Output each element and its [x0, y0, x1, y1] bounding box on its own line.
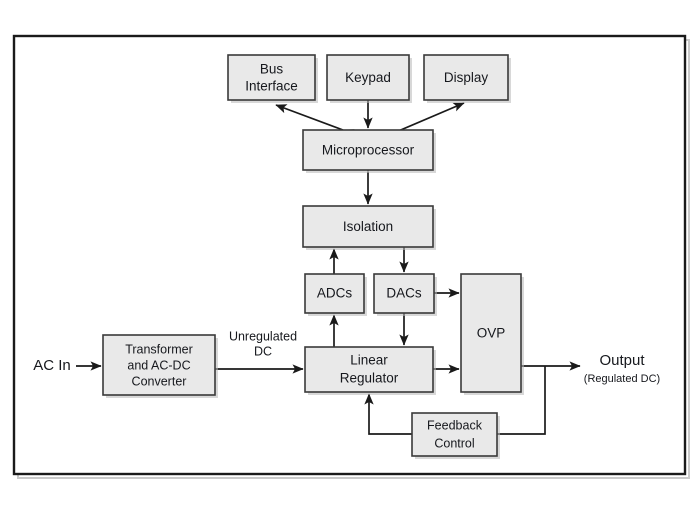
- ovp-label: OVP: [477, 326, 506, 341]
- adcs-rect[interactable]: [304, 273, 365, 314]
- block-display[interactable]: Display: [423, 54, 511, 103]
- block-feedback-control[interactable]: Feedback Control: [411, 412, 500, 459]
- block-bus-interface[interactable]: Bus Interface: [227, 54, 318, 103]
- transformer-rect[interactable]: [102, 334, 216, 396]
- label-unregulated-dc-line2: DC: [254, 344, 272, 358]
- microprocessor-label: Microprocessor: [322, 143, 415, 158]
- wire-output-tap-feedback: [497, 366, 546, 435]
- display-rect[interactable]: [423, 54, 509, 101]
- linear-regulator-label-line1: Linear: [350, 353, 388, 368]
- block-linear-regulator[interactable]: Linear Regulator: [304, 346, 436, 395]
- dacs-rect[interactable]: [373, 273, 435, 314]
- bus-interface-rect[interactable]: [227, 54, 316, 101]
- label-unregulated-dc-line1: Unregulated: [229, 329, 297, 343]
- microprocessor-rect[interactable]: [302, 129, 434, 171]
- transformer-label-line1: Transformer: [125, 342, 193, 356]
- block-dacs[interactable]: DACs: [373, 273, 437, 316]
- connections-layer: [76, 100, 581, 435]
- labels-layer: AC In Unregulated DC Output (Regulated D…: [33, 329, 660, 385]
- blocks-layer: Bus Interface Keypad Display Microproces…: [102, 54, 524, 459]
- adcs-label: ADCs: [317, 286, 353, 301]
- dacs-label: DACs: [386, 286, 422, 301]
- isolation-rect[interactable]: [302, 205, 434, 248]
- label-output: Output: [599, 352, 645, 369]
- isolation-label: Isolation: [343, 219, 393, 234]
- wire-microprocessor-bus-interface: [275, 104, 355, 139]
- label-ac-in: AC In: [33, 357, 71, 374]
- linear-regulator-label-line2: Regulator: [340, 371, 399, 386]
- block-ovp[interactable]: OVP: [460, 273, 524, 395]
- feedback-control-rect[interactable]: [411, 412, 498, 457]
- feedback-control-label-line1: Feedback: [427, 418, 483, 432]
- block-isolation[interactable]: Isolation: [302, 205, 436, 250]
- ovp-rect[interactable]: [460, 273, 522, 393]
- linear-regulator-rect[interactable]: [304, 346, 434, 393]
- display-label: Display: [444, 70, 489, 85]
- block-transformer[interactable]: Transformer and AC-DC Converter: [102, 334, 218, 398]
- wire-microprocessor-display: [395, 102, 465, 133]
- wire-feedback-linear-regulator: [364, 393, 412, 435]
- keypad-rect[interactable]: [326, 54, 410, 101]
- bus-interface-label-line2: Interface: [245, 79, 298, 94]
- feedback-control-label-line2: Control: [434, 436, 474, 450]
- block-adcs[interactable]: ADCs: [304, 273, 367, 316]
- block-microprocessor[interactable]: Microprocessor: [302, 129, 436, 173]
- label-output-regulated-dc: (Regulated DC): [584, 373, 660, 385]
- transformer-label-line2: and AC-DC: [127, 358, 190, 372]
- bus-interface-label-line1: Bus: [260, 62, 284, 77]
- block-keypad[interactable]: Keypad: [326, 54, 412, 103]
- keypad-label: Keypad: [345, 70, 391, 85]
- transformer-label-line3: Converter: [132, 374, 187, 388]
